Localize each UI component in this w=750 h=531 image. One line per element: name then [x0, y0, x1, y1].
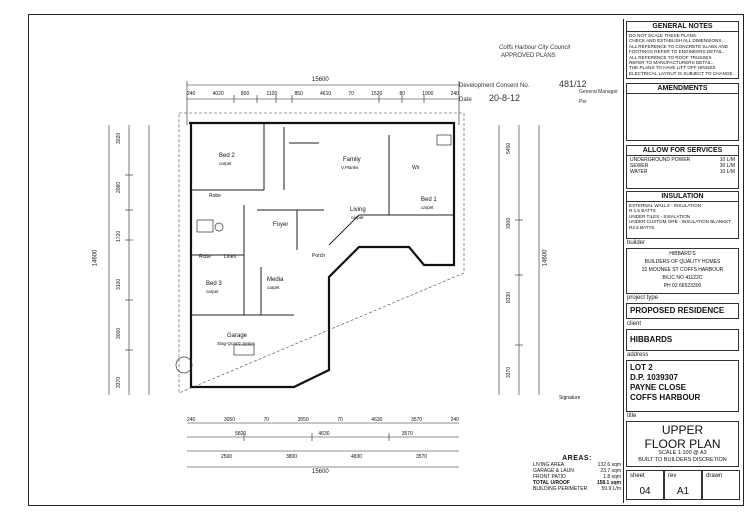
room-robe2-label: Robe: [199, 254, 211, 260]
rev-value: A1: [676, 486, 690, 497]
room-living-floor: carpet: [351, 215, 364, 220]
rev-cell: rev A1: [664, 470, 702, 500]
room-foyer-label: Foyer: [273, 222, 289, 228]
stamp-dev-consent-value: 481/12: [559, 79, 587, 89]
room-media-floor: carpet: [267, 285, 280, 290]
dim-top-overall: 15600: [312, 77, 329, 83]
dims-top: 240 4020 800 1100 850 4610 70 1520 80 19…: [187, 91, 459, 97]
room-wir-label: Wir: [412, 165, 420, 171]
dims-left: 3020 2080 1720 3100 3000 3370: [116, 132, 122, 388]
drawing-title-line2: FLOOR PLAN: [644, 437, 721, 451]
title-block: GENERAL NOTES DO NOT SCALE THESE PLANS. …: [623, 19, 741, 503]
insulation-text: EXTERNAL WALLS - INSULATION R 1.5 BATTS …: [629, 203, 732, 230]
stamp-dev-consent-label: Development Consent No.: [459, 83, 530, 89]
project-type-value: PROPOSED RESIDENCE: [630, 306, 725, 315]
room-bed3-label: Bed 3: [206, 281, 222, 287]
dims-bottom-3: 2500 3800 4830 3570: [220, 454, 428, 460]
sheet-cell: sheet 04: [626, 470, 664, 500]
rev-label: rev: [668, 473, 677, 479]
room-garage-floor: Slag-Quartz Series: [217, 341, 256, 346]
builder: HIBBARD'S BUILDERS OF QUALITY HOMES 32 M…: [626, 248, 739, 294]
general-notes-title: GENERAL NOTES: [627, 22, 738, 32]
drawing-sheet: Coffs Harbour City Council APPROVED PLAN…: [28, 14, 744, 506]
client-label: client: [627, 321, 642, 327]
general-notes-text: DO NOT SCALE THESE PLANS. CHECK AND ESTA…: [629, 33, 733, 76]
areas-title: AREAS:: [562, 455, 592, 462]
builder-label: builder: [627, 240, 646, 246]
stamp-approved: APPROVED PLANS: [501, 53, 556, 59]
drawing-title-sub: SCALE 1:100 @ A3 BUILT TO BUILDERS DISCR…: [638, 450, 727, 463]
client-value: HIBBARDS: [630, 335, 673, 344]
title-label: title: [627, 413, 637, 419]
address-value: LOT 2 D.P. 1039307 PAYNE CLOSE COFFS HAR…: [630, 363, 701, 402]
project-type-label: project type: [627, 295, 659, 301]
dims-right: 5450 3300 8330 3370: [506, 142, 512, 378]
room-garage-label: Garage: [227, 333, 248, 339]
drawn-cell: drawn: [702, 470, 740, 500]
signature-label: Signature: [559, 395, 581, 401]
room-bed1-label: Bed 1: [421, 197, 437, 203]
room-linen-label: Linen: [224, 254, 237, 260]
room-bed2-label: Bed 2: [219, 153, 235, 159]
dim-left-overall: 14600: [92, 249, 99, 267]
room-family-label: Family: [343, 157, 361, 163]
stamp-gm-label: General Manager: [579, 89, 618, 95]
floor-plan-drawing: [108, 81, 540, 468]
stamp-date-label: Date: [459, 97, 472, 103]
drawn-label: drawn: [706, 473, 723, 479]
services-title: ALLOW FOR SERVICES: [627, 146, 738, 156]
room-robe-label: Robe: [209, 193, 221, 199]
sheet-value: 04: [639, 486, 651, 497]
amendments: AMENDMENTS: [626, 83, 739, 141]
stamp-date-value: 20-8-12: [489, 93, 521, 103]
room-family-floor: V.Planks: [341, 165, 359, 170]
room-bed3-floor: carpet: [206, 289, 219, 294]
dim-right-overall: 14600: [542, 249, 549, 267]
dims-bottom-1: 240 3050 70 3550 70 4630 3570 240: [187, 417, 459, 423]
drawing-title: UPPER FLOOR PLAN SCALE 1:100 @ A3 BUILT …: [626, 421, 739, 467]
room-bed1-floor: carpet: [421, 205, 434, 210]
sheet-info: sheet 04 rev A1 drawn: [626, 470, 740, 500]
address: LOT 2 D.P. 1039307 PAYNE CLOSE COFFS HAR…: [626, 360, 739, 412]
stamp-council: Coffs Harbour City Council: [499, 45, 571, 51]
address-label: address: [627, 352, 649, 358]
room-bed2-floor: carpet: [219, 161, 232, 166]
drawing-title-line1: UPPER: [661, 423, 704, 437]
project-type: PROPOSED RESIDENCE: [626, 303, 739, 319]
builder-text: HIBBARD'S BUILDERS OF QUALITY HOMES 32 M…: [641, 251, 724, 289]
insulation-title: INSULATION: [627, 192, 738, 202]
room-living-label: Living: [350, 207, 366, 213]
dims-bottom-2: 5820 4630 3570: [235, 431, 413, 437]
general-notes: GENERAL NOTES DO NOT SCALE THESE PLANS. …: [626, 21, 739, 79]
insulation: INSULATION EXTERNAL WALLS - INSULATION R…: [626, 191, 739, 239]
amendments-title: AMENDMENTS: [627, 84, 738, 94]
floor-plan: Coffs Harbour City Council APPROVED PLAN…: [29, 15, 623, 505]
dim-bottom-overall: 15600: [312, 469, 329, 475]
stamp-per-label: Per: [579, 99, 587, 105]
council-stamp: Coffs Harbour City Council APPROVED PLAN…: [459, 45, 629, 105]
room-media-label: Media: [267, 277, 284, 283]
room-porch-label: Porch: [312, 253, 326, 259]
sheet-label: sheet: [630, 473, 645, 479]
client: HIBBARDS: [626, 329, 739, 351]
